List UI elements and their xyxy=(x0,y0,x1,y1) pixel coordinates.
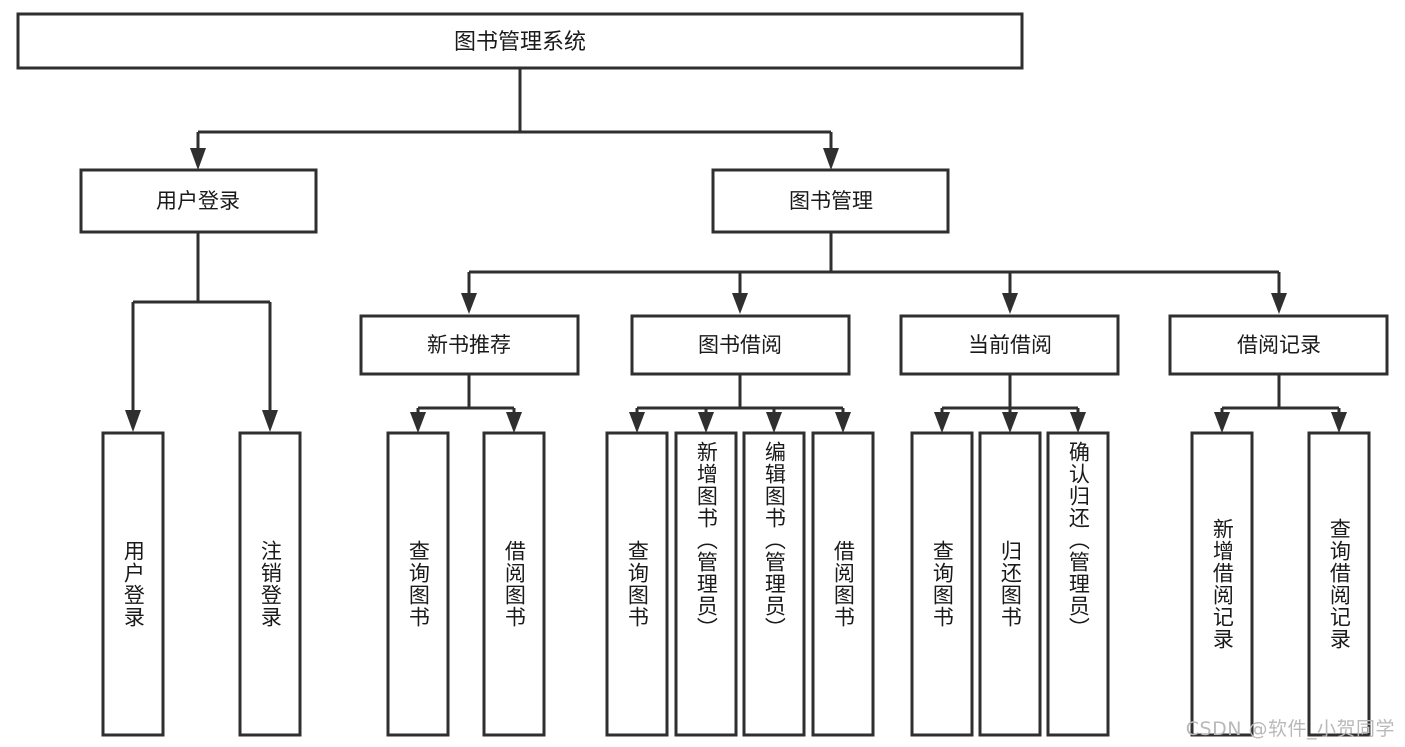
connector-group-book-borrow xyxy=(629,374,851,433)
node-user-login-label: 用户登录 xyxy=(156,189,240,213)
node-new-book-recommend[interactable]: 新书推荐 xyxy=(359,314,580,376)
arrow-new-book-leaf-1 xyxy=(410,412,426,433)
node-current-borrow[interactable]: 当前借阅 xyxy=(899,314,1120,376)
leaf-box-borrow-record-1[interactable] xyxy=(1190,431,1254,737)
node-book-borrow-box[interactable] xyxy=(630,314,851,376)
leaf-box-book-borrow-3[interactable] xyxy=(742,431,806,737)
leaf-box-group-current-borrow xyxy=(910,431,1110,737)
leaf-box-current-borrow-2[interactable] xyxy=(978,431,1042,737)
connector-group-current-borrow xyxy=(934,374,1086,433)
arrow-book-borrow-leaf-4 xyxy=(835,412,851,433)
arrow-current-borrow-leaf-2 xyxy=(1002,412,1018,433)
arrow-root-to-user-login xyxy=(190,148,206,170)
connector-group-new-book xyxy=(410,374,522,433)
arrow-new-book-leaf-2 xyxy=(506,412,522,433)
node-new-book-recommend-box[interactable] xyxy=(359,314,580,376)
connector-group-book-manage xyxy=(461,232,1287,314)
node-current-borrow-box[interactable] xyxy=(899,314,1120,376)
node-book-management-box[interactable] xyxy=(711,168,950,234)
leaf-box-book-borrow-2[interactable] xyxy=(674,431,738,737)
connector-group-user-login xyxy=(125,232,278,432)
arrow-book-borrow-leaf-1 xyxy=(629,412,645,433)
arrow-current-borrow-leaf-3 xyxy=(1070,412,1086,433)
arrow-borrow-record-leaf-2 xyxy=(1331,412,1347,433)
arrow-book-manage-to-new-book xyxy=(461,293,477,314)
leaf-box-group-user-login xyxy=(101,431,302,737)
arrow-user-login-leaf-2 xyxy=(262,410,278,432)
node-root-book-management-system[interactable]: 图书管理系统 xyxy=(16,12,1024,70)
arrow-user-login-leaf-1 xyxy=(125,410,141,432)
leaf-box-group-borrow-record xyxy=(1190,431,1371,737)
arrow-book-manage-to-borrow-record xyxy=(1271,293,1287,314)
connector-group-root xyxy=(190,68,839,170)
arrow-book-borrow-leaf-2 xyxy=(698,412,714,433)
node-borrow-record-label: 借阅记录 xyxy=(1237,333,1321,357)
node-borrow-record-box[interactable] xyxy=(1168,314,1389,376)
node-user-login[interactable]: 用户登录 xyxy=(79,168,318,234)
watermark-text: CSDN @软件_小贺同学 xyxy=(1185,718,1395,740)
arrow-root-to-book-manage xyxy=(823,148,839,170)
leaf-box-current-borrow-3[interactable] xyxy=(1046,431,1110,737)
node-current-borrow-label: 当前借阅 xyxy=(968,333,1052,357)
leaf-box-new-book-1[interactable] xyxy=(386,431,450,737)
arrow-book-manage-to-current-borrow xyxy=(1002,293,1018,314)
leaf-box-group-book-borrow xyxy=(605,431,875,737)
node-root-label: 图书管理系统 xyxy=(454,30,586,55)
leaf-box-book-borrow-1[interactable] xyxy=(605,431,669,737)
node-new-book-recommend-label: 新书推荐 xyxy=(427,333,511,357)
arrow-book-manage-to-book-borrow xyxy=(732,293,748,314)
leaf-box-new-book-2[interactable] xyxy=(482,431,546,737)
leaf-box-user-login-2[interactable] xyxy=(238,431,302,737)
leaf-box-group-new-book xyxy=(386,431,546,737)
connector-group-borrow-record xyxy=(1214,374,1347,433)
node-book-borrow-label: 图书借阅 xyxy=(698,333,782,357)
arrow-current-borrow-leaf-1 xyxy=(934,412,950,433)
node-root-box[interactable] xyxy=(16,12,1024,70)
leaf-box-user-login-1[interactable] xyxy=(101,431,165,737)
node-book-management[interactable]: 图书管理 xyxy=(711,168,950,234)
leaf-box-borrow-record-2[interactable] xyxy=(1307,431,1371,737)
arrow-borrow-record-leaf-1 xyxy=(1214,412,1230,433)
leaf-box-current-borrow-1[interactable] xyxy=(910,431,974,737)
node-user-login-box[interactable] xyxy=(79,168,318,234)
node-borrow-record[interactable]: 借阅记录 xyxy=(1168,314,1389,376)
node-book-borrow[interactable]: 图书借阅 xyxy=(630,314,851,376)
arrow-book-borrow-leaf-3 xyxy=(766,412,782,433)
node-book-management-label: 图书管理 xyxy=(789,189,873,213)
leaf-box-book-borrow-4[interactable] xyxy=(811,431,875,737)
